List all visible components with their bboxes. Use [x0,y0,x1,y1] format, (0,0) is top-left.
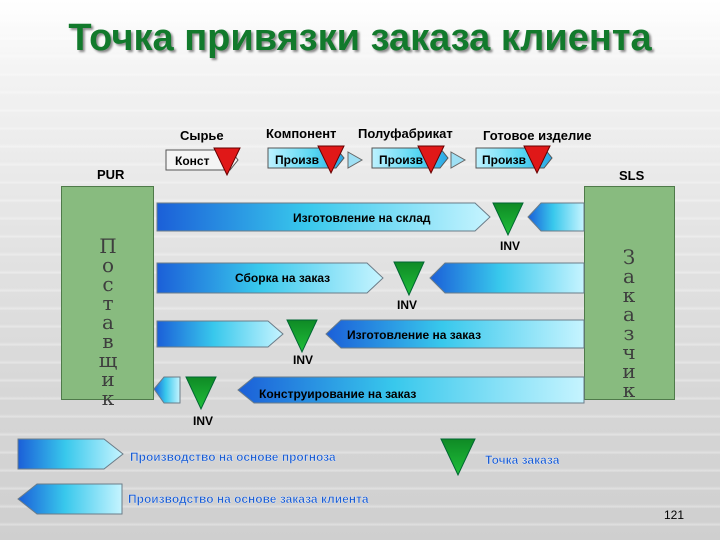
supplier-letter: а [102,310,114,334]
supplier-letter: с [102,272,114,296]
red-triangle-3 [417,145,445,175]
konst-label: Конст [175,154,210,168]
mto-pull-arrow [325,319,585,349]
legend-decoupling-label: Точка заказа [485,453,560,467]
ato-push-arrow [156,262,384,294]
red-triangle-1 [213,147,241,177]
ato-decoupling-triangle [393,261,425,297]
mto-label: Изготовление на заказ [347,328,481,342]
mto-push-arrow [156,320,284,348]
proizv-label-2: Произв [379,153,423,167]
inv-label-1: INV [500,239,520,253]
stage-semi-label: Полуфабрикат [358,126,453,141]
customer-letter: и [622,359,636,383]
legend-forecast-label: Производство на основе прогноза [130,450,336,464]
red-triangle-2 [317,145,345,175]
supplier-box [61,186,154,400]
mts-push-arrow [156,202,491,232]
mts-pull-arrow [527,202,585,232]
inv-label-2: INV [397,298,417,312]
proizv-label-1: Произв [275,153,319,167]
inv-label-3: INV [293,353,313,367]
customer-letter: ч [622,340,636,364]
legend-order-label: Производство на основе заказа клиента [128,492,369,506]
eto-small-left-arrow [153,376,181,404]
mts-decoupling-triangle [492,202,524,237]
stage-raw-label: Сырье [180,128,224,143]
supplier-letter: в [102,329,114,353]
connector-arrow-1 [347,151,364,169]
eto-decoupling-triangle [185,376,217,411]
legend-decoupling-triangle [440,438,476,477]
supplier-letter: П [99,234,117,258]
customer-letter: к [622,283,636,307]
legend-order-arrow [17,483,123,515]
supplier-letter: т [102,291,114,315]
legend-forecast-arrow [17,438,124,470]
customer-letter: а [623,302,635,326]
sls-label: SLS [619,168,645,183]
mto-decoupling-triangle [286,319,318,354]
mts-label: Изготовление на склад [293,211,431,225]
stage-component-label: Компонент [266,126,337,141]
inv-label-4: INV [193,414,213,428]
ato-label: Сборка на заказ [235,271,330,285]
pur-label: PUR [97,167,125,182]
supplier-letter: щ [98,348,118,372]
page-number: 121 [664,508,685,522]
supplier-letter: и [101,367,115,391]
proizv-label-3: Произв [482,153,526,167]
connector-arrow-2 [450,151,467,169]
ato-pull-arrow [429,262,585,294]
supplier-letter: о [101,253,115,277]
red-triangle-4 [523,145,551,175]
page-title: Точка привязки заказа клиента [68,17,652,59]
customer-letter: з [623,321,635,345]
customer-letter: к [622,378,636,402]
stage-finished-label: Готовое изделие [483,128,592,143]
supplier-letter: к [101,386,115,410]
customer-letter: З [622,245,636,269]
eto-label: Конструирование на заказ [259,387,416,401]
eto-pull-arrow [237,376,585,404]
customer-letter: а [623,264,635,288]
